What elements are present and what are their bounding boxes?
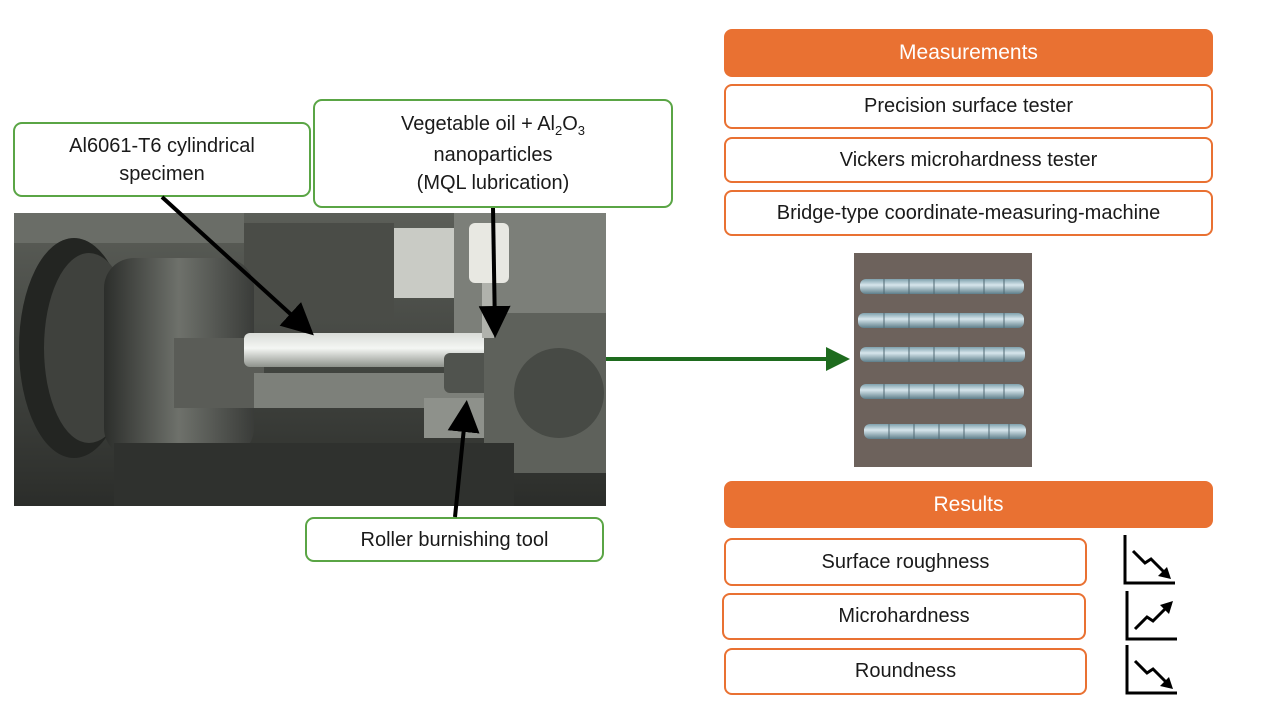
results-header-text: Results [933, 492, 1004, 516]
result-item-label: Roundness [854, 660, 957, 682]
lubricant-label-line3: (MQL lubrication) [416, 171, 570, 194]
measurement-item: Bridge-type coordinate-measuring-machine [724, 190, 1213, 236]
specimen-label: Al6061-T6 cylindrical specimen [13, 122, 311, 197]
specimen-arrow [160, 195, 314, 336]
result-item-label: Microhardness [838, 605, 970, 627]
decreasing-trend-icon [1121, 533, 1177, 587]
lubricant-label-line2: nanoparticles [433, 143, 553, 166]
specimen-label-line1: Al6061-T6 cylindrical [69, 134, 255, 157]
lubricant-label-line1: Vegetable oil + Al2O3 [400, 113, 586, 139]
lathe-photo [14, 213, 606, 506]
result-item: Surface roughness [724, 538, 1087, 586]
measurement-item: Precision surface tester [724, 84, 1213, 129]
measurements-header-text: Measurements [899, 41, 1038, 64]
lubricant-arrow [478, 207, 511, 338]
measurement-item-label: Vickers microhardness tester [839, 148, 1098, 171]
tool-arrow [447, 400, 480, 518]
increasing-trend-icon [1123, 589, 1179, 643]
measurement-item-label: Bridge-type coordinate-measuring-machine [776, 201, 1161, 224]
tool-label: Roller burnishing tool [305, 517, 604, 562]
measurement-item: Vickers microhardness tester [724, 137, 1213, 183]
result-item-label: Surface roughness [821, 550, 990, 573]
specimen-label-line2: specimen [119, 162, 205, 185]
tool-label-text: Roller burnishing tool [360, 528, 549, 551]
results-header: Results [724, 481, 1213, 528]
result-item: Roundness [724, 648, 1087, 695]
lubricant-label: Vegetable oil + Al2O3 nanoparticles (MQL… [313, 99, 673, 208]
measurements-header: Measurements [724, 29, 1213, 77]
measurement-item-label: Precision surface tester [864, 95, 1073, 117]
result-item: Microhardness [722, 593, 1086, 640]
specimens-photo [854, 253, 1032, 467]
decreasing-trend-icon [1123, 643, 1179, 697]
